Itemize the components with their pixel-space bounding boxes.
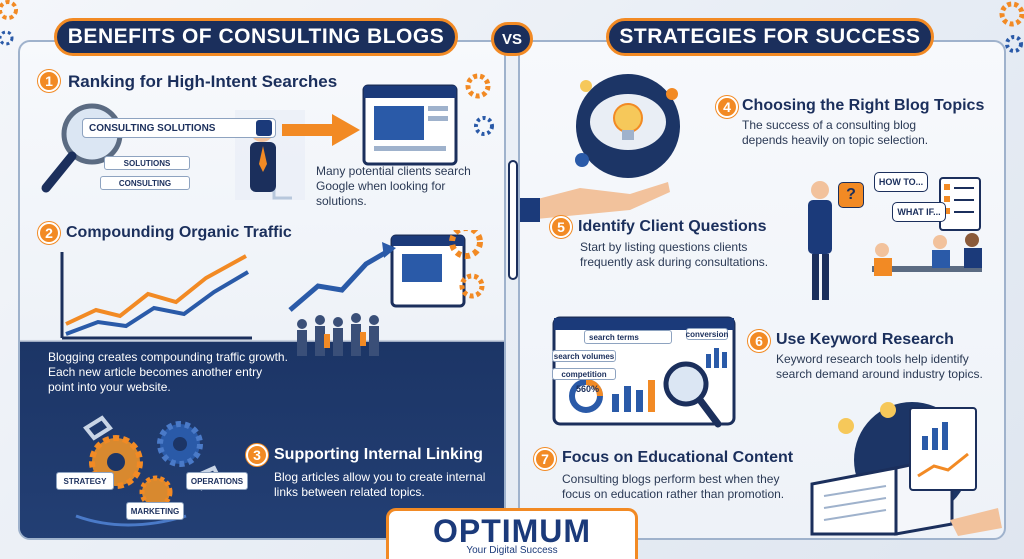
search-terms-field: search terms [584, 330, 672, 344]
marketing-card-text: MARKETING [130, 506, 180, 516]
lightbulb-idea-icon [520, 74, 680, 222]
marketing-card: MARKETING [126, 502, 184, 520]
suggestion-solutions-text: SOLUTIONS [123, 158, 171, 168]
conversion-field: conversion [686, 328, 728, 340]
benefits-title: BENEFITS OF CONSULTING BLOGS [54, 18, 458, 56]
strategy-5-text: Start by listing questions clients frequ… [580, 240, 769, 269]
benefit-1-text: Many potential clients search Google whe… [316, 164, 471, 208]
benefit-1-number: 1 [38, 70, 60, 92]
benefits-title-text: BENEFITS OF CONSULTING BLOGS [67, 25, 445, 48]
arrow-to-browser-icon [282, 114, 360, 146]
strategy-7-number: 7 [534, 448, 556, 470]
strategy-4-title: Choosing the Right Blog Topics [742, 97, 985, 114]
benefit-3-text: Blog articles allow you to create intern… [274, 470, 486, 499]
search-bar-text: CONSULTING SOLUTIONS [89, 122, 216, 134]
browser-window-icon [362, 84, 458, 166]
search-icon [256, 120, 272, 136]
benefit-2-number: 2 [38, 222, 60, 244]
suggestion-consulting-text: CONSULTING [118, 178, 172, 188]
center-divider [508, 160, 518, 280]
question-mark-bubble: ? [838, 182, 864, 208]
operations-card: OPERATIONS [186, 472, 248, 490]
open-book-icon [810, 402, 1002, 536]
strategies-title: STRATEGIES FOR SUCCESS [606, 18, 934, 56]
search-terms-text: search terms [589, 332, 639, 342]
search-volumes-text: search volumes [553, 351, 615, 361]
how-to-text: HOW TO... [878, 177, 924, 187]
operations-card-text: OPERATIONS [190, 476, 244, 486]
benefits-panel: CONSULTING SOLUTIONS SOLUTIONS CONSULTIN… [18, 40, 506, 540]
strategy-6-title: Use Keyword Research [776, 331, 954, 348]
what-if-bubble: WHAT IF... [892, 202, 946, 222]
benefit-3-number: 3 [246, 444, 268, 466]
strategy-5-number: 5 [550, 216, 572, 238]
vs-text: VS [501, 30, 522, 48]
benefit-2-text: Blogging creates compounding traffic gro… [48, 350, 288, 394]
benefit-1-title: Ranking for High-Intent Searches [68, 72, 338, 91]
keyword-dashboard-icon [552, 316, 736, 428]
meeting-illustration [808, 177, 982, 300]
strategy-card: STRATEGY [56, 472, 114, 490]
strategy-5-title: Identify Client Questions [578, 218, 767, 235]
corner-gear-icon [0, 0, 18, 46]
benefit-3-title: Supporting Internal Linking [274, 446, 483, 463]
vs-badge: VS [491, 22, 533, 56]
strategy-7-title: Focus on Educational Content [562, 449, 794, 466]
logo-tagline: Your Digital Success [466, 545, 558, 556]
suggestion-consulting: CONSULTING [100, 176, 190, 190]
search-bar-consulting-solutions: CONSULTING SOLUTIONS [82, 118, 276, 138]
suggestion-solutions: SOLUTIONS [104, 156, 190, 170]
search-volumes-field: search volumes [552, 350, 616, 362]
logo-word: OPTIMUM [432, 513, 592, 549]
benefits-dark-band [20, 342, 504, 538]
percent-label: 560% [576, 384, 600, 394]
strategy-card-text: STRATEGY [63, 476, 107, 486]
how-to-bubble: HOW TO... [874, 172, 928, 192]
strategy-6-text: Keyword research tools help identify sea… [776, 352, 983, 381]
strategy-6-number: 6 [748, 330, 770, 352]
crowd-and-growth-icon [288, 230, 485, 356]
strategy-4-text: The success of a consulting blog depends… [742, 118, 929, 147]
gear-icon [465, 73, 494, 136]
corner-gear-icon-right [999, 1, 1024, 53]
competition-text: competition [561, 369, 607, 379]
optimum-logo: OPTIMUM Your Digital Success [386, 508, 638, 559]
growth-chart-icon [60, 252, 252, 340]
conversion-text: conversion [685, 329, 729, 339]
competition-field: competition [552, 368, 616, 380]
benefit-2-title: Compounding Organic Traffic [66, 224, 292, 241]
what-if-text: WHAT IF... [897, 207, 941, 217]
strategy-4-number: 4 [716, 96, 738, 118]
strategies-panel: 4 Choosing the Right Blog Topics The suc… [518, 40, 1006, 540]
strategy-7-text: Consulting blogs perform best when they … [562, 472, 785, 501]
strategies-title-text: STRATEGIES FOR SUCCESS [619, 25, 921, 48]
